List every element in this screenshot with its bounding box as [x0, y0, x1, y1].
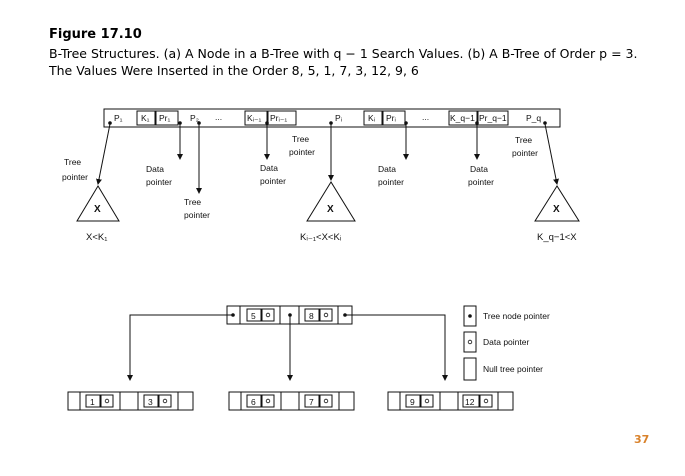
subtree-right: [534, 185, 580, 222]
leaf-3: [387, 391, 514, 411]
cell-pi: Pᵢ: [335, 113, 342, 123]
svg-text:Data: Data: [378, 164, 396, 174]
leaf-1-key-1: 1: [90, 397, 95, 407]
leaf-3-key-2: 12: [465, 397, 475, 407]
cell-ellipsis-1: ...: [215, 112, 222, 122]
svg-text:pointer: pointer: [378, 177, 404, 187]
cell-ellipsis-2: ...: [422, 112, 429, 122]
cell-ki-1: Kᵢ₋₁: [247, 113, 261, 123]
svg-text:pointer: pointer: [260, 176, 286, 186]
svg-text:Data: Data: [470, 164, 488, 174]
root-key-2: 8: [309, 311, 314, 321]
cell-pri: Prᵢ: [386, 113, 396, 123]
svg-text:Tree: Tree: [184, 197, 201, 207]
svg-text:Data: Data: [146, 164, 164, 174]
caption-line-2: The Values Were Inserted in the Order 8,…: [49, 63, 419, 78]
svg-text:Data: Data: [260, 163, 278, 173]
cell-pr1: Pr₁: [159, 113, 171, 123]
svg-text:pointer: pointer: [468, 177, 494, 187]
x-middle: X: [327, 204, 334, 215]
page-number: 37: [634, 433, 650, 446]
svg-text:pointer: pointer: [184, 210, 210, 220]
cell-prq-1: Pr_q−1: [479, 113, 507, 123]
legend: Tree node pointer Data pointer Null tree…: [463, 305, 550, 381]
x-right: X: [553, 204, 560, 215]
cell-k1: K₁: [141, 113, 150, 123]
leaf-1-key-2: 3: [148, 397, 153, 407]
leaf-2-key-2: 7: [309, 397, 314, 407]
caption-line-1: B-Tree Structures. (a) A Node in a B-Tre…: [49, 46, 638, 61]
cell-kq-1: K_q−1: [450, 113, 475, 123]
cell-p1: P₁: [114, 113, 123, 123]
cell-pq: P_q: [526, 113, 541, 123]
cell-pri-1: Prᵢ₋₁: [270, 113, 287, 123]
figure-caption: B-Tree Structures. (a) A Node in a B-Tre…: [49, 45, 649, 79]
legend-null-tree-pointer: Null tree pointer: [483, 364, 543, 374]
leaf-2-key-1: 6: [251, 397, 256, 407]
leaf-2: [228, 391, 355, 411]
btree-example-b: 5 8 1 3 6 7: [67, 305, 550, 411]
btree-node-a: P₁ K₁ Pr₁ P₂ ... Kᵢ₋₁ Prᵢ₋₁ Pᵢ Kᵢ Prᵢ ..…: [62, 108, 580, 243]
x-left: X: [94, 204, 101, 215]
figure-label: Figure 17.10: [49, 27, 142, 42]
leaf-1: [67, 391, 194, 411]
svg-text:Tree: Tree: [515, 135, 532, 145]
svg-text:Tree: Tree: [64, 157, 81, 167]
legend-data-pointer: Data pointer: [483, 337, 529, 347]
leaf-3-key-1: 9: [410, 397, 415, 407]
node-outline: [103, 108, 561, 128]
svg-text:Tree: Tree: [292, 134, 309, 144]
root-key-1: 5: [251, 311, 256, 321]
svg-text:pointer: pointer: [512, 148, 538, 158]
cell-p2: P₂: [190, 113, 199, 123]
subtree-left: [76, 185, 120, 222]
subtree-middle: [306, 181, 356, 222]
legend-tree-node-pointer: Tree node pointer: [483, 311, 550, 321]
cond-right: K_q−1<X: [537, 232, 577, 243]
cond-middle: Kᵢ₋₁<X<Kᵢ: [300, 232, 342, 243]
cond-left: X<K₁: [86, 232, 107, 243]
cell-ki: Kᵢ: [368, 113, 375, 123]
svg-text:pointer: pointer: [62, 172, 88, 182]
svg-text:pointer: pointer: [146, 177, 172, 187]
svg-text:pointer: pointer: [289, 147, 315, 157]
